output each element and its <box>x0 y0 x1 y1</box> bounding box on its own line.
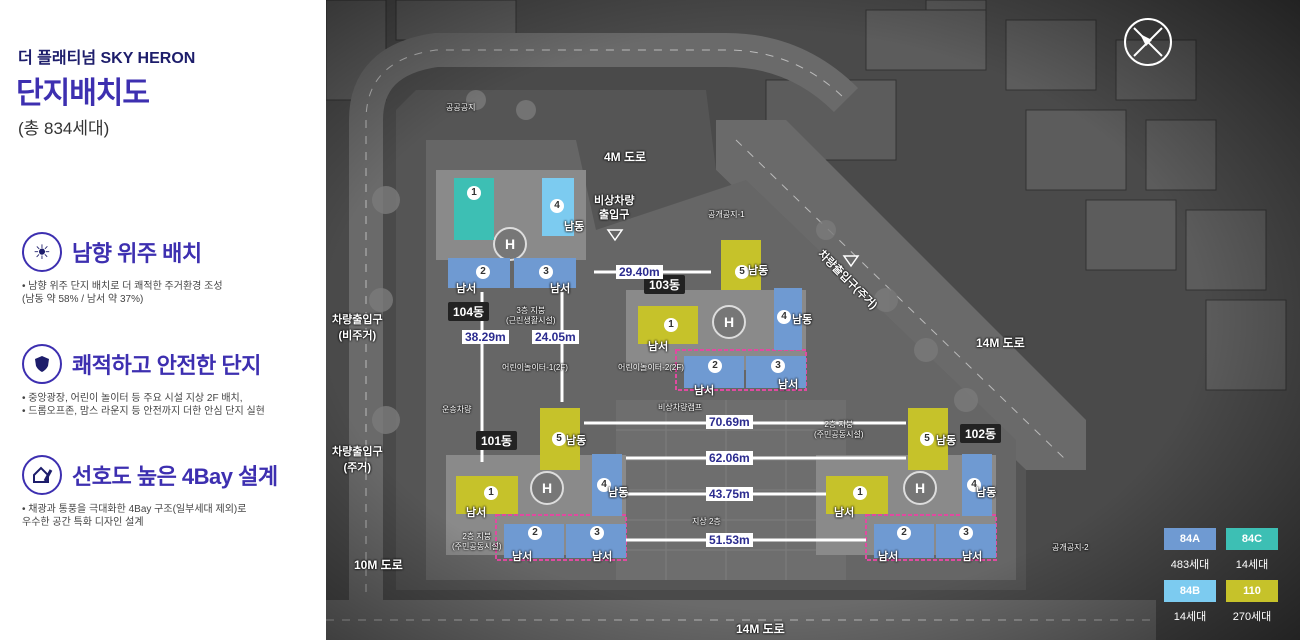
unit-number: 4 <box>777 310 791 324</box>
playground-label: 어린이놀이터-2(2F) <box>618 363 684 372</box>
legend-swatch: 110 <box>1226 580 1278 602</box>
complex-name: 더 플래티넘 SKY HERON <box>18 50 196 67</box>
public-space-label: 공개공지-1 <box>708 210 745 219</box>
dimension-label: 51.53m <box>706 533 753 547</box>
ramp-label: 비상차량램프 <box>658 403 703 412</box>
roof-label: 3층 지붕 (근린생활시설) <box>506 306 556 325</box>
unit-number: 2 <box>476 265 490 279</box>
unit-number: 5 <box>735 265 749 279</box>
dir-label-se: 남동 <box>976 487 997 499</box>
sun-icon: ☀ <box>22 232 62 272</box>
dir-label-se: 남동 <box>566 435 587 447</box>
legend-count: 14세대 <box>1235 559 1269 571</box>
unit-number: 1 <box>664 318 678 332</box>
site-plan-map: HHHH 1 4 2 3 <box>326 0 1300 640</box>
legend-swatch: 84C <box>1226 528 1278 550</box>
roof-label: 2층 지붕 (주민공동시설) <box>452 532 502 551</box>
unit-number: 5 <box>552 432 566 446</box>
building-tag-101: 101동 <box>476 431 518 450</box>
legend-count: 270세대 <box>1232 611 1272 623</box>
feature-desc: • 남향 위주 단지 배치로 더 쾌적한 주거환경 조성 (남동 약 58% /… <box>22 281 223 305</box>
dir-label-sw: 남서 <box>878 551 899 563</box>
dimension-label: 70.69m <box>706 415 753 429</box>
unit-number: 2 <box>528 526 542 540</box>
info-panel: 더 플래티넘 SKY HERON 단지배치도 (총 834세대) ☀ 남향 위주… <box>0 0 326 640</box>
feature-title: 선호도 높은 4Bay 설계 <box>72 464 278 489</box>
dir-label-sw: 남서 <box>694 385 715 397</box>
dir-label-sw: 남서 <box>778 379 799 391</box>
feature-safe-complex: 쾌적하고 안전한 단지 • 중앙광장, 어린이 놀이터 등 주요 시설 지상 2… <box>22 344 322 418</box>
dir-label-se: 남동 <box>748 265 769 277</box>
road-label: 10M 도로 <box>354 558 403 572</box>
dimension-label: 29.40m <box>616 265 663 279</box>
building-tag-104: 104동 <box>448 302 490 321</box>
legend-84A: 84A 483세대 <box>1164 528 1216 572</box>
feature-desc: • 채광과 통풍을 극대화한 4Bay 구조(일부세대 제외)로 우수한 공간 … <box>22 504 247 528</box>
dir-label-sw: 남서 <box>962 551 983 563</box>
legend-84C: 84C 14세대 <box>1226 528 1278 572</box>
legend-110: 110 270세대 <box>1226 580 1278 624</box>
dir-label-se: 남동 <box>608 487 629 499</box>
road-label: 4M 도로 <box>604 150 647 164</box>
legend-count: 14세대 <box>1173 611 1207 623</box>
legend-swatch: 84A <box>1164 528 1216 550</box>
feature-title: 남향 위주 배치 <box>72 241 202 266</box>
playground-label: 어린이놀이터-1(2F) <box>502 363 568 372</box>
dir-label-sw: 남서 <box>512 551 533 563</box>
public-land-label: 공공공지 <box>446 103 476 112</box>
ground-label: 지상 2층 <box>692 517 721 526</box>
unit-number: 1 <box>467 186 481 200</box>
unit-number: 4 <box>967 478 981 492</box>
dir-label-sw: 남서 <box>550 283 571 295</box>
car-entrance-nonres-label: 차량출입구 (비주거) <box>332 314 383 342</box>
unit-number: 2 <box>897 526 911 540</box>
dimension-label: 38.29m <box>462 330 509 344</box>
dir-label-sw: 남서 <box>648 341 669 353</box>
public-space-label: 공개공지-2 <box>1052 543 1089 552</box>
unit-number: 3 <box>771 359 785 373</box>
legend-84B: 84B 14세대 <box>1164 580 1216 624</box>
dimension-label: 43.75m <box>706 487 753 501</box>
unit-number: 4 <box>550 199 564 213</box>
unit-number: 4 <box>597 478 611 492</box>
unit-number: 1 <box>484 486 498 500</box>
shield-icon <box>22 344 62 384</box>
dir-label-sw: 남서 <box>592 551 613 563</box>
waste-label: 운송차량 <box>442 405 472 414</box>
legend-swatch: 84B <box>1164 580 1216 602</box>
unit-number: 1 <box>853 486 867 500</box>
legend-count: 483세대 <box>1170 559 1210 571</box>
dimension-label: 62.06m <box>706 451 753 465</box>
road-label: 14M 도로 <box>736 622 785 636</box>
dimension-label: 24.05m <box>532 330 579 344</box>
house-pencil-icon <box>22 455 62 495</box>
building-tag-102: 102동 <box>960 424 1002 443</box>
unit-number: 3 <box>539 265 553 279</box>
unit-number: 2 <box>708 359 722 373</box>
unit-number: 5 <box>920 432 934 446</box>
dir-label-sw: 남서 <box>456 283 477 295</box>
unit-number: 3 <box>959 526 973 540</box>
emergency-entrance-label: 비상차량 출입구 <box>594 195 635 221</box>
feature-south-facing: ☀ 남향 위주 배치 • 남향 위주 단지 배치로 더 쾌적한 주거환경 조성 … <box>22 232 322 306</box>
dir-label-sw: 남서 <box>834 507 855 519</box>
unit-number: 3 <box>590 526 604 540</box>
dir-label-se: 남동 <box>792 314 813 326</box>
building-tag-103: 103동 <box>644 275 686 294</box>
page-title: 단지배치도 <box>16 77 150 110</box>
dir-label-se: 남동 <box>564 221 585 233</box>
feature-title: 쾌적하고 안전한 단지 <box>72 353 261 378</box>
roof-label: 2층 지붕 (주민공동시설) <box>814 420 864 439</box>
compass-icon <box>1124 18 1172 66</box>
feature-4bay: 선호도 높은 4Bay 설계 • 채광과 통풍을 극대화한 4Bay 구조(일부… <box>22 455 322 529</box>
dir-label-se: 남동 <box>936 435 957 447</box>
total-units: (총 834세대) <box>18 119 110 138</box>
dir-label-sw: 남서 <box>466 507 487 519</box>
car-entrance-res-label: 차량출입구 (주거) <box>332 446 383 474</box>
feature-desc: • 중앙광장, 어린이 놀이터 등 주요 시설 지상 2F 배치, • 드롭오프… <box>22 393 265 417</box>
road-label: 14M 도로 <box>976 336 1025 350</box>
